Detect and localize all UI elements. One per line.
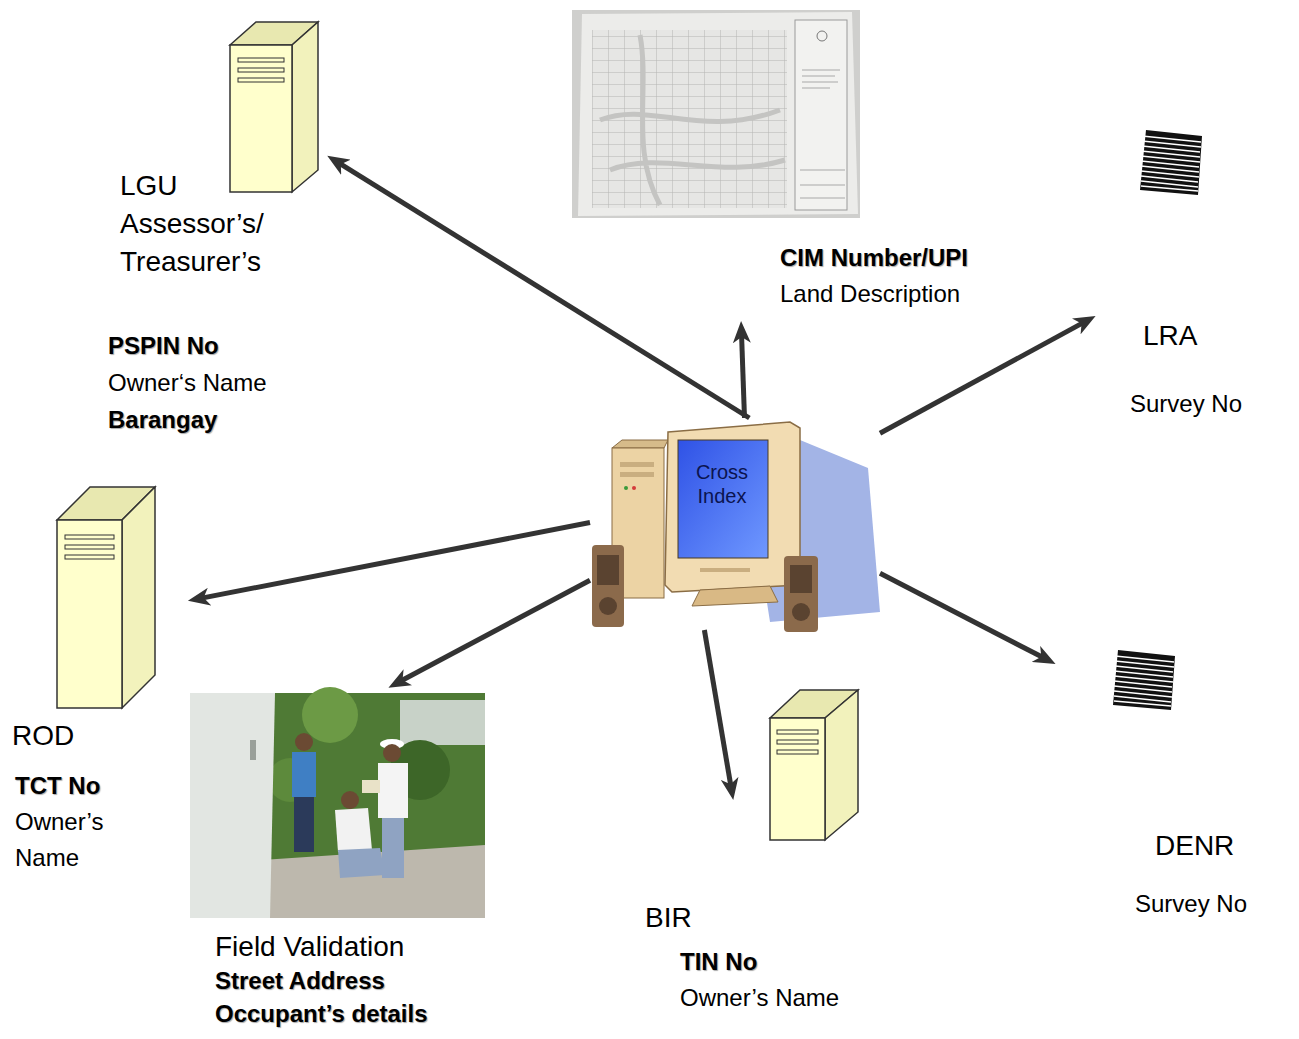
server-side <box>825 690 858 840</box>
photo-meter <box>250 740 256 760</box>
paper-stack <box>1113 650 1175 710</box>
server-side <box>122 487 155 708</box>
server-slot <box>238 58 284 62</box>
node-field: Barangay <box>108 401 308 438</box>
node-field: Owner’s Name <box>15 804 130 876</box>
server-slot <box>238 68 284 72</box>
title-block <box>795 20 847 210</box>
server-slot <box>65 535 114 539</box>
server-front <box>230 45 292 192</box>
monitor-stand <box>692 586 778 606</box>
connector-arrow <box>339 163 749 418</box>
person-head <box>383 744 401 762</box>
tower-top <box>612 440 668 448</box>
tower-drive <box>620 462 654 467</box>
photo-tree <box>302 687 358 743</box>
server-side <box>292 22 318 192</box>
node-field: Survey No <box>1135 886 1285 922</box>
connector-arrow <box>742 335 745 418</box>
server-slot <box>777 740 818 744</box>
document-node: DENR Survey No <box>1060 640 1292 926</box>
node-field: Occupant’s details <box>215 997 500 1030</box>
node-heading: Field Validation <box>215 930 500 964</box>
connector-arrow <box>202 523 590 599</box>
monitor-button-bar <box>700 568 750 572</box>
paper-edges <box>1141 136 1201 191</box>
server-slot <box>65 555 114 559</box>
paper-edges <box>1114 656 1174 706</box>
node-field: TIN No <box>680 944 880 980</box>
photo-pavement <box>262 845 485 918</box>
node-field: Street Address <box>215 964 500 997</box>
connector-arrow <box>704 630 731 786</box>
person-head <box>295 733 313 751</box>
server-front <box>770 718 825 840</box>
paper-stack <box>1140 130 1202 195</box>
connector-arrow <box>880 323 1083 434</box>
node-field: Owner’s Name <box>680 980 890 1016</box>
node-heading: LRA <box>1143 318 1283 354</box>
person-body <box>292 752 316 797</box>
speaker-cone <box>599 597 617 615</box>
node-field: TCT No <box>15 768 165 804</box>
computer-node: Cross Index <box>590 418 880 630</box>
connector-arrow <box>880 573 1043 657</box>
photo-building <box>400 700 485 745</box>
person-legs <box>294 797 314 852</box>
server-slot <box>65 545 114 549</box>
tower-light <box>624 486 628 490</box>
map-road <box>600 35 785 205</box>
server-node: ROD TCT NoOwner’s Name <box>8 483 183 880</box>
node-heading: ROD <box>12 718 172 754</box>
server-node: LGU Assessor’s/ Treasurer’sPSPIN NoOwner… <box>104 105 323 442</box>
speaker-grille <box>597 555 619 585</box>
server-slot <box>777 730 818 734</box>
photo-wall <box>190 693 275 918</box>
server-node: BIR TIN NoOwner’s Name <box>640 805 895 1018</box>
tower-light <box>632 486 636 490</box>
photo-frame <box>572 10 860 218</box>
person-legs <box>382 818 404 878</box>
person-head <box>341 791 359 809</box>
speaker-cone <box>792 603 810 621</box>
photo-node: Field ValidationStreet AddressOccupant’s… <box>188 690 508 1032</box>
node-heading: Cross Index <box>676 460 768 508</box>
speaker-grille <box>790 565 812 593</box>
node-field: Land Description <box>780 276 1035 312</box>
clipboard <box>362 780 380 793</box>
document-node: LRA Survey No <box>1100 125 1292 426</box>
map-grid <box>592 30 787 208</box>
speaker <box>784 556 818 632</box>
person-body <box>378 763 408 818</box>
node-heading: LGU Assessor’s/ Treasurer’s <box>120 167 305 281</box>
node-field: PSPIN No <box>108 327 308 364</box>
map-sheet <box>578 12 858 216</box>
north-arrow <box>817 31 827 41</box>
tower-drive <box>620 472 654 477</box>
map-node: CIM Number/UPILand Description <box>572 8 1042 316</box>
title-block-lines <box>800 70 845 198</box>
node-field: Survey No <box>1130 386 1280 422</box>
connector-arrow <box>401 580 590 681</box>
node-heading: CIM Number/UPI <box>780 240 1035 276</box>
node-field: Owner‘s Name <box>108 364 308 401</box>
server-slot <box>777 750 818 754</box>
person-body <box>335 808 372 852</box>
server-front <box>57 520 122 708</box>
monitor-frame <box>665 422 800 592</box>
person-legs <box>338 848 385 878</box>
speaker <box>592 545 624 627</box>
node-heading: DENR <box>1155 828 1275 864</box>
node-heading: BIR <box>645 900 765 936</box>
server-slot <box>238 78 284 82</box>
